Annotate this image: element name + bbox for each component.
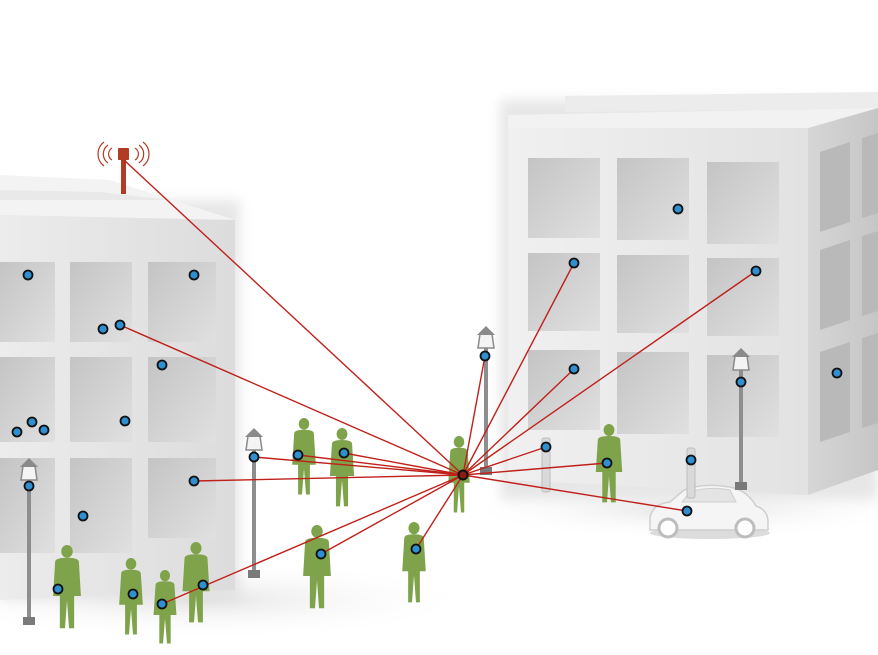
connected-device-icon — [22, 269, 34, 281]
connection-line — [462, 262, 575, 476]
connection-line — [320, 474, 464, 555]
hub — [457, 469, 469, 481]
connected-device-icon — [681, 505, 693, 517]
person-icon — [53, 545, 81, 629]
connection-line — [462, 270, 757, 476]
person-icon — [595, 424, 623, 503]
connected-device-icon — [685, 454, 697, 466]
connected-device-icon — [672, 203, 684, 215]
left-building — [0, 175, 240, 600]
connected-device-icon — [197, 579, 209, 591]
connected-device-icon — [156, 359, 168, 371]
connected-device-icon — [23, 480, 35, 492]
right-building-side-windows — [820, 133, 878, 442]
street-lamp-icon — [477, 326, 495, 475]
device-nodes — [11, 203, 843, 610]
connected-device-icon — [114, 319, 126, 331]
street-lamp-icon — [20, 458, 38, 625]
person-icon — [329, 428, 355, 507]
right-building-windows — [528, 158, 779, 437]
right-building-roof — [565, 92, 878, 112]
connected-device-icon — [26, 416, 38, 428]
connection-line — [119, 324, 464, 476]
connection-line — [462, 355, 486, 476]
connection-line — [297, 454, 464, 476]
connected-device-icon — [38, 424, 50, 436]
street-lamp-icon — [732, 348, 750, 490]
person-icon — [119, 558, 143, 635]
connected-device-icon — [248, 451, 260, 463]
connected-device-icon — [77, 510, 89, 522]
car-icon — [649, 484, 770, 539]
connected-device-icon — [52, 583, 64, 595]
connection-line — [161, 474, 464, 605]
connected-device-icon — [292, 449, 304, 461]
connection-line — [462, 462, 608, 476]
right-building — [500, 92, 878, 500]
connected-device-icon — [750, 265, 762, 277]
connected-device-icon — [11, 426, 23, 438]
connected-device-icon — [410, 543, 422, 555]
connected-device-icon — [188, 475, 200, 487]
person-icon — [153, 570, 177, 644]
connected-device-icon — [568, 257, 580, 269]
person-icon — [292, 418, 316, 495]
street-lamps — [20, 326, 750, 625]
connected-device-icon — [831, 367, 843, 379]
connected-device-icon — [119, 415, 131, 427]
cell-tower-icon — [97, 141, 150, 194]
connected-device-icon — [127, 588, 139, 600]
connected-device-icon — [479, 350, 491, 362]
connected-device-icon — [735, 376, 747, 388]
connected-device-icon — [338, 447, 350, 459]
connection-line — [193, 474, 464, 482]
connected-device-icon — [188, 269, 200, 281]
street-lamp-icon — [245, 428, 263, 578]
connection-line — [462, 446, 547, 476]
connected-device-icon — [97, 323, 109, 335]
connected-device-icon — [568, 363, 580, 375]
connection-line — [343, 452, 464, 476]
connected-device-icon — [315, 548, 327, 560]
connection-line — [462, 368, 575, 476]
connected-device-icon — [601, 457, 613, 469]
connection-line-tower — [123, 159, 464, 476]
connected-device-icon — [540, 441, 552, 453]
connected-device-icon — [156, 598, 168, 610]
connection-line — [462, 474, 688, 512]
connection-line — [253, 456, 464, 476]
connection-line — [415, 474, 464, 550]
connection-lines — [119, 159, 757, 605]
person-icon — [182, 542, 210, 623]
left-building-windows — [0, 262, 216, 553]
hub-person-icon — [457, 469, 469, 481]
